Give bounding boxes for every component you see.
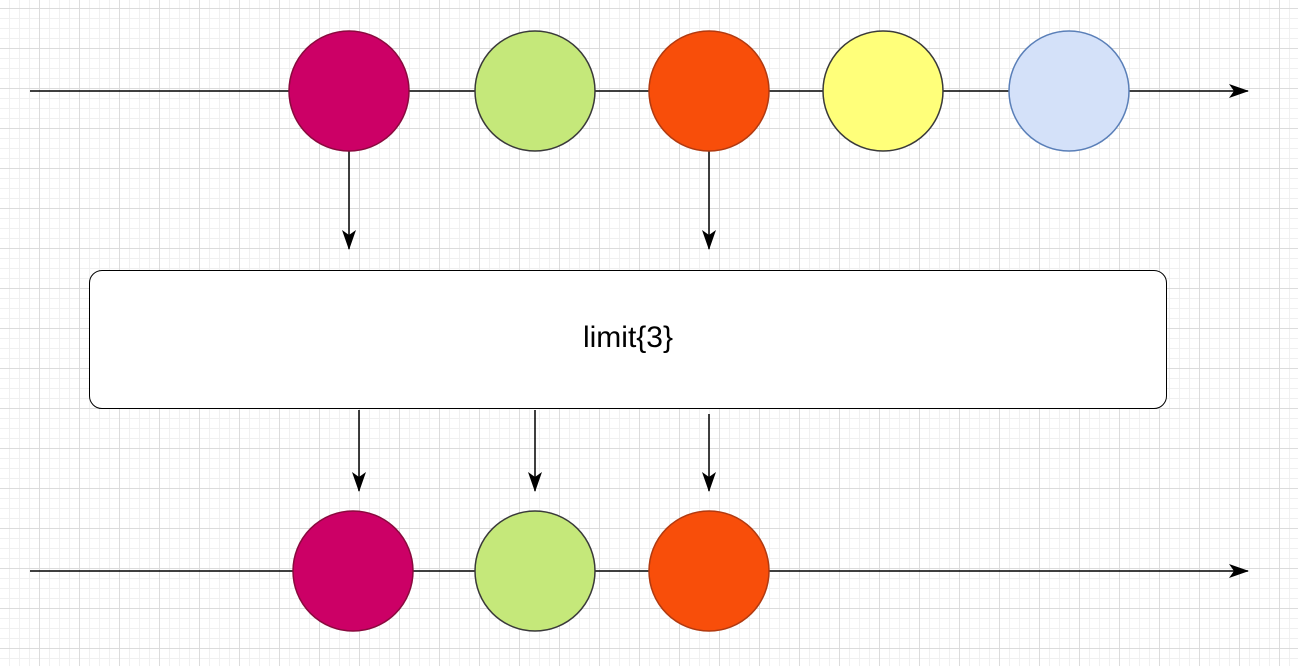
operator-box: limit{3} (89, 270, 1167, 409)
operator-label: limit{3} (582, 320, 674, 354)
output-marble-1 (292, 510, 414, 632)
input-marble-5 (1008, 30, 1130, 152)
output-marble-2 (474, 510, 596, 632)
input-marble-4 (822, 30, 944, 152)
input-marble-1 (288, 30, 410, 152)
output-marbles (292, 510, 770, 632)
output-marble-3 (648, 510, 770, 632)
input-marble-3 (648, 30, 770, 152)
input-marble-2 (474, 30, 596, 152)
input-marbles (288, 30, 1130, 152)
